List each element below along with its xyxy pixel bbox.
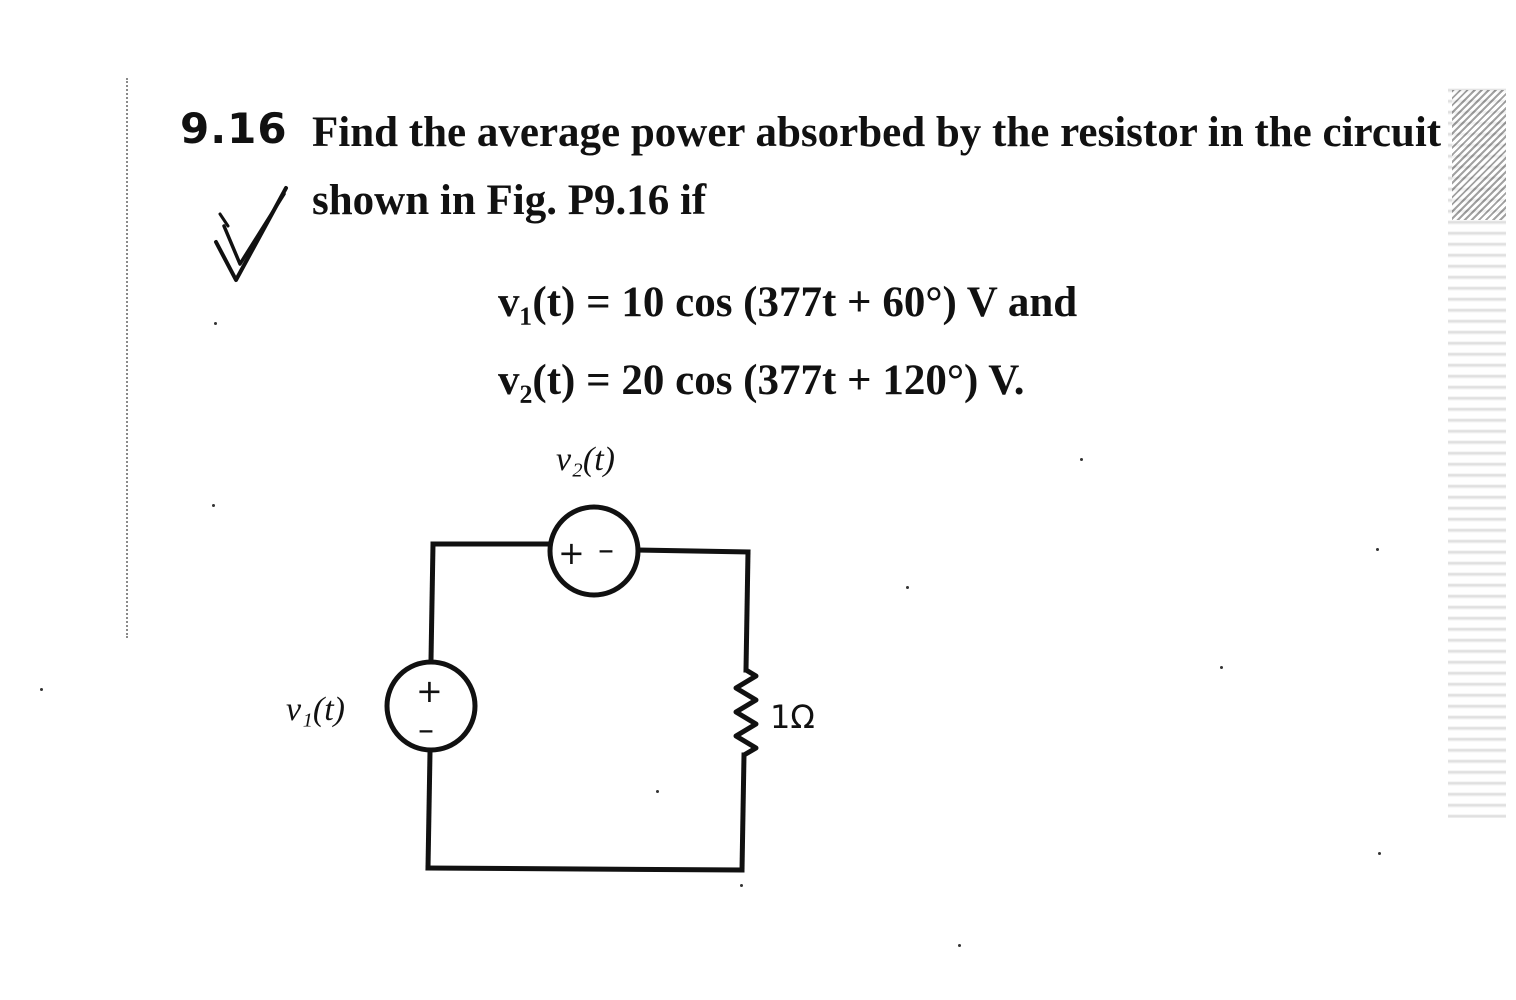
voltage-source-1: + –: [384, 659, 478, 753]
problem-text-line-2: shown in Fig. P9.16 if: [312, 177, 707, 224]
scan-speck: [214, 322, 217, 325]
scan-speck: [1220, 666, 1223, 669]
source1-plus-sign: +: [416, 672, 443, 710]
source1-label: v₁(t): [286, 691, 345, 728]
scan-speck: [212, 504, 215, 507]
handwritten-check-icon: [214, 186, 288, 282]
resistor-label: 1Ω: [770, 698, 815, 736]
wire-bottom: [425, 865, 745, 873]
wire-right-lower: [739, 752, 747, 873]
source2-label: v₂(t): [556, 441, 615, 478]
scan-speck: [958, 944, 961, 947]
scan-speck: [40, 688, 43, 691]
source2-plus-sign: +: [558, 534, 585, 572]
scan-speck: [740, 884, 743, 887]
scan-speck: [1376, 548, 1379, 551]
problem-number: 9.16: [180, 104, 288, 153]
wire-right-upper: [743, 549, 751, 673]
problem-text-line-1: Find the average power absorbed by the r…: [312, 109, 1442, 156]
voltage-source-2: + –: [547, 504, 641, 598]
wire-left-upper: [428, 541, 436, 663]
wire-top-right: [635, 547, 751, 555]
scan-edge-dark: [1452, 90, 1506, 220]
scan-speck: [656, 790, 659, 793]
source2-minus-sign: –: [598, 530, 614, 568]
equation-v1: v₁(t) = 10 cos (377t + 60°) V and: [498, 279, 1078, 326]
scan-speck: [1378, 852, 1381, 855]
margin-rule: [126, 78, 128, 638]
scan-speck: [1080, 458, 1083, 461]
source1-minus-sign: –: [418, 710, 434, 748]
wire-left-lower: [425, 749, 433, 871]
scan-speck: [906, 586, 909, 589]
resistor-1-ohm: [733, 667, 759, 758]
equation-v2: v₂(t) = 20 cos (377t + 120°) V.: [498, 357, 1025, 404]
